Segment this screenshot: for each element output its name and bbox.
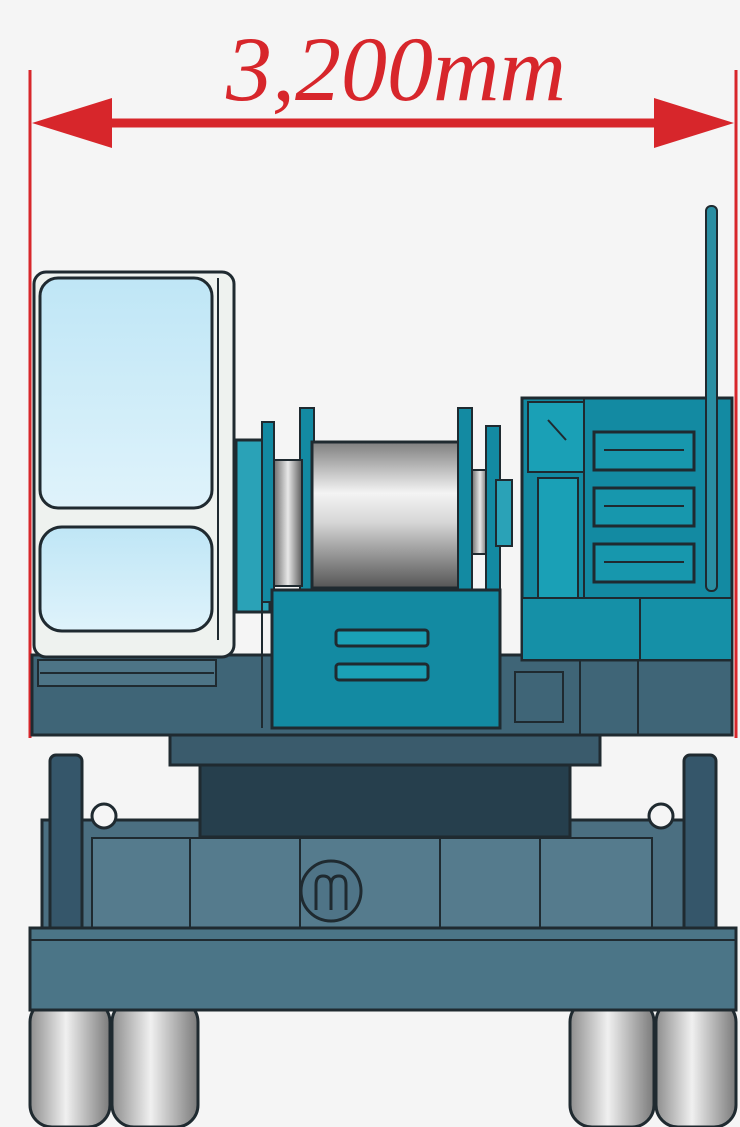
winch-assembly (234, 407, 513, 730)
power-unit (520, 205, 734, 662)
winch-drum (310, 440, 462, 590)
left-jack-post (48, 753, 84, 937)
lifting-lug-left (90, 802, 118, 830)
right-arrowhead-icon (654, 98, 734, 148)
dimension-label: 3,200mm (225, 18, 566, 120)
exhaust-pipe (705, 205, 718, 592)
slewing-ring (198, 763, 572, 839)
turntable-plate (168, 733, 602, 767)
drum-flange-right (457, 407, 473, 599)
left-arrowhead-icon (32, 98, 112, 148)
track-wheel-left-outer (28, 998, 112, 1127)
tracks (28, 998, 738, 1127)
lower-chassis (28, 733, 738, 1012)
gearbox-vent-upper (334, 628, 430, 648)
operator-cab (32, 270, 236, 659)
track-wheel-left-inner (110, 998, 200, 1127)
dimension-indicator: 3,200mm (28, 18, 738, 738)
track-wheel-right-outer (654, 998, 738, 1127)
gearbox-vent-lower (334, 662, 430, 682)
track-wheel-right-inner (568, 998, 656, 1127)
winch-gearbox (270, 588, 502, 730)
right-jack-post (682, 753, 718, 937)
cab-front-window (38, 276, 214, 510)
cab-lower-window (38, 525, 214, 633)
track-frame (28, 926, 738, 1012)
lifting-lug-right (647, 802, 675, 830)
undercarriage-panel (91, 837, 653, 933)
